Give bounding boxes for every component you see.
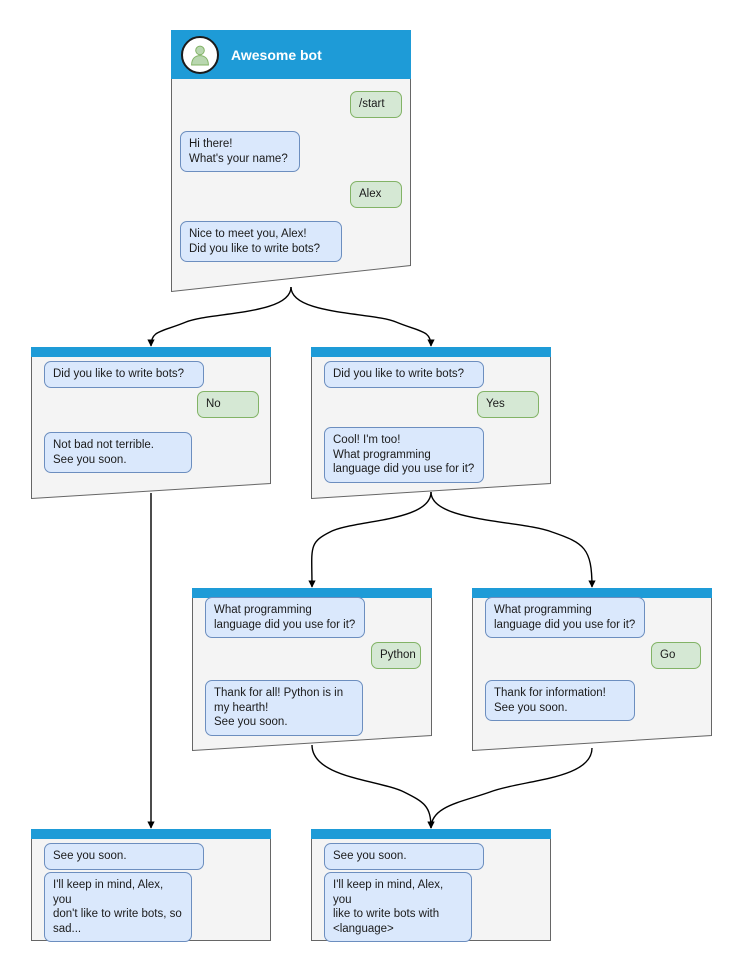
message-bubble-bot[interactable]: See you soon. xyxy=(44,843,204,870)
message-bubble-bot[interactable]: See you soon. xyxy=(324,843,484,870)
node-titlebar xyxy=(311,829,551,839)
node-yes-branch[interactable]: Did you like to write bots? Yes Cool! I'… xyxy=(311,347,551,499)
node-titlebar xyxy=(31,829,271,839)
message-bubble-bot[interactable]: Cool! I'm too! What programming language… xyxy=(324,427,484,483)
message-bubble-bot[interactable]: Thank for information! See you soon. xyxy=(485,680,635,721)
node-root-titlebar: Awesome bot xyxy=(171,30,411,79)
message-bubble-bot[interactable]: Nice to meet you, Alex! Did you like to … xyxy=(180,221,342,262)
edge-root-to-no xyxy=(147,286,292,347)
node-end-sad[interactable]: See you soon. I'll keep in mind, Alex, y… xyxy=(31,829,271,942)
node-root[interactable]: Awesome bot /start Hi there! What's your… xyxy=(171,30,411,292)
edge-yes-to-go xyxy=(430,491,596,588)
message-bubble-user[interactable]: Alex xyxy=(350,181,402,208)
message-bubble-user[interactable]: Go xyxy=(651,642,701,669)
edge-yes-to-python xyxy=(308,491,432,588)
edge-root-to-yes xyxy=(290,286,435,347)
node-python-branch[interactable]: What programming language did you use fo… xyxy=(192,588,432,751)
edge-go-to-end-happy xyxy=(427,747,593,829)
message-bubble-bot[interactable]: What programming language did you use fo… xyxy=(485,597,645,638)
message-bubble-bot[interactable]: Did you like to write bots? xyxy=(44,361,204,388)
node-no-branch[interactable]: Did you like to write bots? No Not bad n… xyxy=(31,347,271,499)
node-titlebar xyxy=(472,588,712,598)
message-bubble-bot[interactable]: Thank for all! Python is in my hearth! S… xyxy=(205,680,363,736)
message-bubble-bot[interactable]: What programming language did you use fo… xyxy=(205,597,365,638)
node-titlebar xyxy=(31,347,271,357)
message-bubble-bot[interactable]: Hi there! What's your name? xyxy=(180,131,300,172)
message-bubble-bot[interactable]: I'll keep in mind, Alex, you don't like … xyxy=(44,872,192,942)
message-bubble-user[interactable]: /start xyxy=(350,91,402,118)
node-go-branch[interactable]: What programming language did you use fo… xyxy=(472,588,712,751)
message-bubble-bot[interactable]: I'll keep in mind, Alex, you like to wri… xyxy=(324,872,472,942)
message-bubble-user[interactable]: Python xyxy=(371,642,421,669)
message-bubble-bot[interactable]: Not bad not terrible. See you soon. xyxy=(44,432,192,473)
edge-python-to-end-happy xyxy=(311,744,435,829)
message-bubble-user[interactable]: No xyxy=(197,391,259,418)
person-avatar-icon xyxy=(181,35,219,74)
node-titlebar xyxy=(311,347,551,357)
node-end-happy[interactable]: See you soon. I'll keep in mind, Alex, y… xyxy=(311,829,551,942)
message-bubble-user[interactable]: Yes xyxy=(477,391,539,418)
node-titlebar xyxy=(192,588,432,598)
message-bubble-bot[interactable]: Did you like to write bots? xyxy=(324,361,484,388)
bot-title: Awesome bot xyxy=(231,46,322,63)
